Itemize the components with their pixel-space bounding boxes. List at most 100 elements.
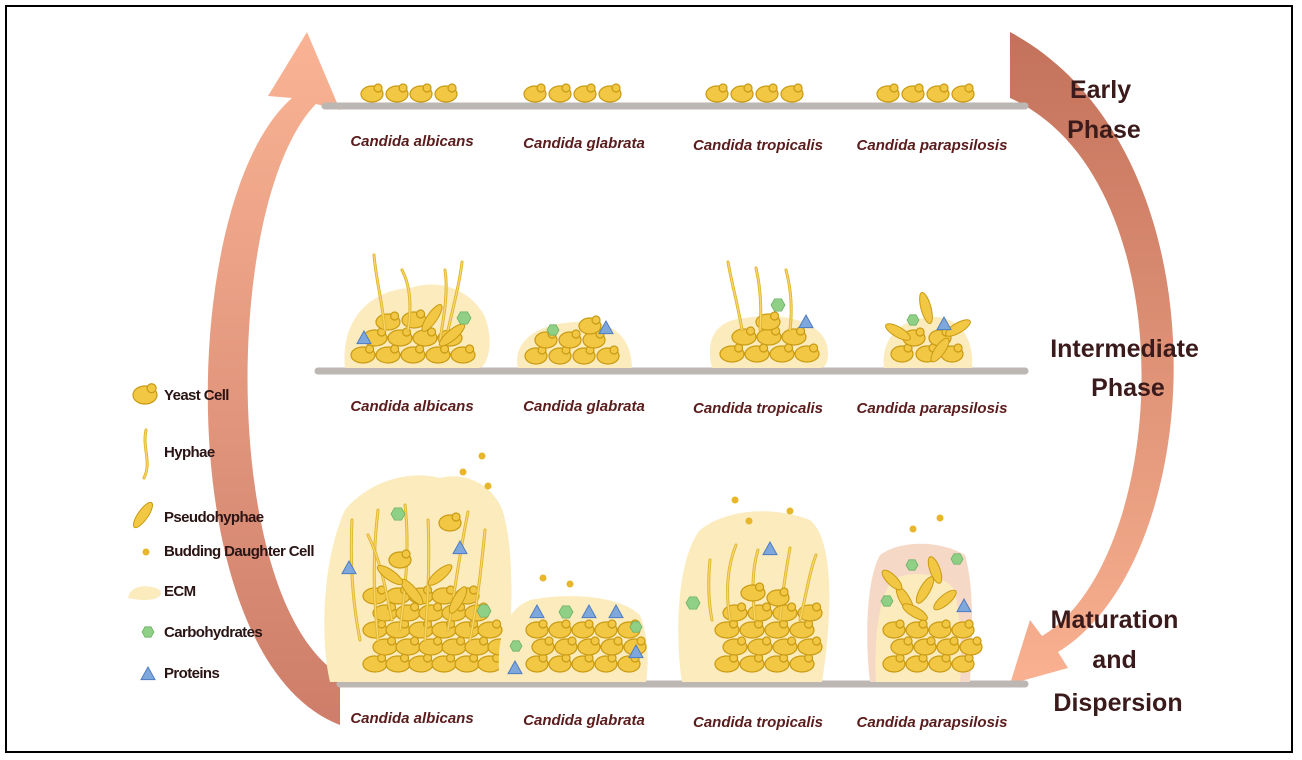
species-label-inter-parapsilosis: Candida parapsilosis — [857, 400, 1008, 417]
yeast-bud — [452, 513, 460, 521]
yeast-cell — [706, 84, 728, 102]
yeast-cell — [952, 84, 974, 102]
budding-daughter-cell — [732, 497, 739, 504]
yeast-cell — [574, 84, 596, 102]
yeast-bud — [545, 637, 553, 645]
yeast-bud — [147, 384, 156, 393]
carbohydrate-hexagon — [457, 312, 471, 324]
yeast-bud — [537, 84, 545, 92]
carbohydrate-hexagon — [686, 597, 700, 609]
pseudohypha — [130, 500, 155, 530]
yeast-bud — [950, 637, 958, 645]
yeast-bud — [738, 603, 746, 611]
yeast-cell — [731, 84, 753, 102]
yeast-bud — [493, 620, 501, 628]
carbohydrate-hexagon — [906, 560, 918, 570]
yeast-bud — [797, 327, 805, 335]
phase-label-intermediate: Intermediate Phase — [1050, 335, 1206, 402]
legend-label-pseudohyphae: Pseudohyphae — [164, 509, 264, 526]
legend-label-hyphae: Hyphae — [164, 444, 215, 461]
yeast-bud — [763, 637, 771, 645]
yeast-bud — [788, 603, 796, 611]
yeast-cell — [410, 84, 432, 102]
yeast-bud — [592, 316, 600, 324]
yeast-bud — [612, 84, 620, 92]
carbohydrate-hexagon — [771, 299, 785, 311]
yeast-bud — [927, 637, 935, 645]
legend-label-ecm: ECM — [164, 583, 196, 600]
yeast-bud — [780, 588, 788, 596]
yeast-bud — [423, 84, 431, 92]
yeast-bud — [942, 620, 950, 628]
species-label-inter-tropicalis: Candida tropicalis — [693, 400, 823, 417]
yeast-cell — [386, 84, 408, 102]
species-label-mature-albicans: Candida albicans — [350, 710, 473, 727]
legend-icons — [128, 384, 161, 680]
yeast-cell — [902, 84, 924, 102]
yeast-bud — [965, 84, 973, 92]
yeast-bud — [919, 620, 927, 628]
yeast-bud — [747, 327, 755, 335]
budding-daughter-cell — [479, 453, 486, 460]
yeast-bud — [562, 84, 570, 92]
budding-daughter-cell — [460, 469, 467, 476]
budding-daughter-cell — [485, 483, 492, 490]
budding-daughter-cell — [746, 518, 753, 525]
yeast-bud — [391, 312, 399, 320]
legend-label-proteins: Proteins — [164, 665, 219, 682]
yeast-cell — [877, 84, 899, 102]
yeast-bud — [719, 84, 727, 92]
yeast-bud — [614, 637, 622, 645]
yeast-bud — [585, 620, 593, 628]
budding-daughter-cell — [567, 581, 574, 588]
cycle-arrow-left — [208, 32, 340, 725]
yeast-bud — [587, 84, 595, 92]
yeast-bud — [763, 603, 771, 611]
yeast-bud — [769, 84, 777, 92]
legend-label-carbohydrates: Carbohydrates — [164, 624, 262, 641]
yeast-bud — [973, 637, 981, 645]
yeast-bud — [916, 328, 924, 336]
budding-daughter-cell — [787, 508, 794, 515]
species-label-early-glabrata: Candida glabrata — [523, 135, 645, 152]
yeast-bud — [744, 84, 752, 92]
yeast-bud — [399, 84, 407, 92]
yeast-bud — [965, 620, 973, 628]
carbohydrate-hexagon — [477, 605, 491, 617]
yeast-bud — [374, 84, 382, 92]
yeast-bud — [904, 637, 912, 645]
carbohydrate-hexagon — [559, 606, 573, 618]
yeast-bud — [954, 344, 962, 352]
yeast-cell — [756, 84, 778, 102]
species-label-early-albicans: Candida albicans — [350, 133, 473, 150]
yeast-bud — [562, 620, 570, 628]
yeast-bud — [756, 583, 764, 591]
yeast-bud — [896, 620, 904, 628]
species-label-early-parapsilosis: Candida parapsilosis — [857, 137, 1008, 154]
protein-triangle — [141, 667, 155, 680]
species-label-mature-glabrata: Candida glabrata — [523, 712, 645, 729]
yeast-bud — [539, 620, 547, 628]
budding-daughter-cell — [910, 526, 917, 533]
yeast-bud — [448, 84, 456, 92]
yeast-bud — [417, 310, 425, 318]
early-phase-cells — [361, 84, 974, 102]
carbohydrate-hexagon — [510, 641, 522, 651]
legend-label-yeast-cell: Yeast Cell — [164, 387, 229, 404]
carbohydrate-hexagon — [391, 508, 405, 520]
yeast-bud — [402, 550, 410, 558]
phase-label-maturation: Maturation and Dispersion — [1051, 606, 1186, 717]
carbohydrate-hexagon — [142, 627, 154, 637]
maturation-phase-biofilms — [324, 453, 982, 683]
yeast-bud — [591, 637, 599, 645]
yeast-cell — [549, 84, 571, 102]
carbohydrate-hexagon — [547, 325, 559, 335]
yeast-cell — [781, 84, 803, 102]
budding-daughter-cell — [937, 515, 944, 522]
yeast-bud — [608, 620, 616, 628]
yeast-bud — [915, 84, 923, 92]
yeast-bud — [940, 84, 948, 92]
yeast-bud — [810, 344, 818, 352]
yeast-bud — [637, 637, 645, 645]
